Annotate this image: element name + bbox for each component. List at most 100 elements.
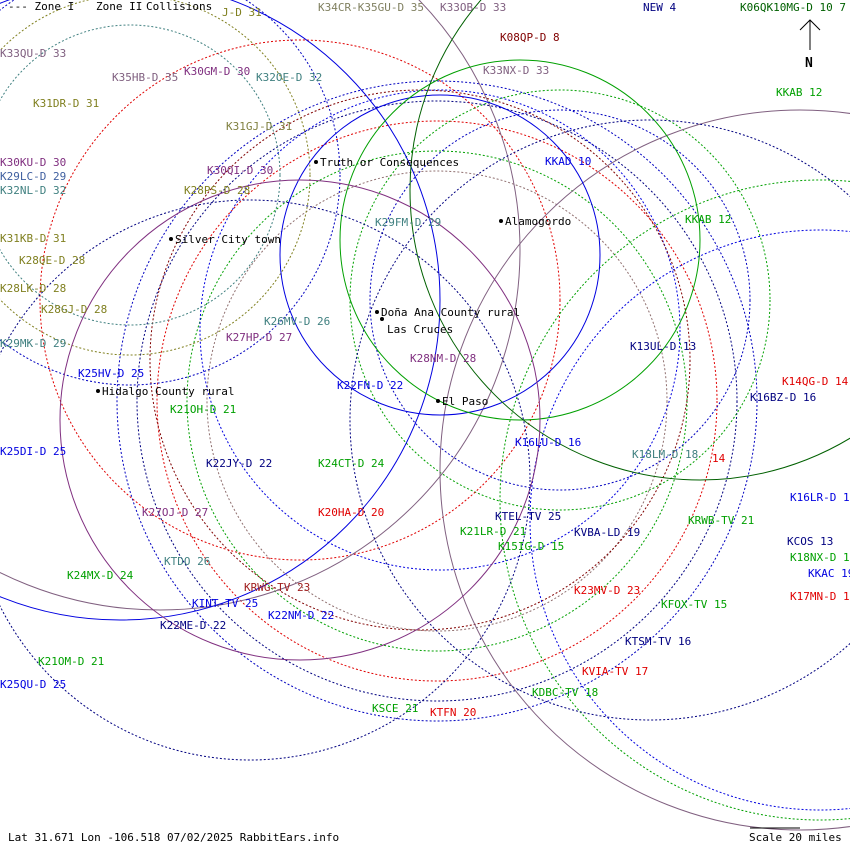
station-label[interactable]: K16BZ-D 16 — [750, 391, 816, 404]
station-label[interactable]: KRWG-TV 23 — [244, 581, 310, 594]
station-label[interactable]: K21OH-D 21 — [170, 403, 236, 416]
station-label[interactable]: KKAD 10 — [545, 155, 591, 168]
legend-collisions: Collisions — [146, 0, 212, 13]
station-label[interactable]: K18NX-D 18 — [790, 551, 850, 564]
station-label[interactable]: K22ME-D 22 — [160, 619, 226, 632]
station-label[interactable]: K23MV-D 23 — [574, 584, 640, 597]
coverage-circle — [0, 0, 521, 611]
station-label[interactable]: K15IG-D 15 — [498, 540, 564, 553]
station-label[interactable]: K06QK10MG-D 10 7 — [740, 1, 846, 14]
city-dot — [314, 160, 318, 164]
legend-zone2: Zone II — [96, 0, 142, 13]
station-label[interactable]: KVIA-TV 17 — [582, 665, 648, 678]
station-label[interactable]: K22JY-D 22 — [206, 457, 272, 470]
station-label[interactable]: K22FN-D 22 — [337, 379, 403, 392]
station-label[interactable]: K28QE-D 28 — [19, 254, 85, 267]
station-label[interactable]: K22NM-D 22 — [268, 609, 334, 622]
station-label[interactable]: KTDO 26 — [164, 555, 210, 568]
station-label[interactable]: K31KB-D 31 — [0, 232, 66, 245]
station-label[interactable]: KTEL-TV 25 — [495, 510, 561, 523]
station-label[interactable]: K13UL-D 13 — [630, 340, 696, 353]
station-label[interactable]: K27OJ-D 27 — [142, 506, 208, 519]
city-label[interactable]: Doña Ana County rural — [381, 306, 520, 319]
station-label[interactable]: K32NL-D 32 — [0, 184, 66, 197]
station-label[interactable]: K24MX-D 24 — [67, 569, 134, 582]
station-label[interactable]: KINT-TV 25 — [192, 597, 258, 610]
station-label[interactable]: K33NX-D 33 — [483, 64, 549, 77]
station-label[interactable]: KTFN 20 — [430, 706, 476, 719]
station-label[interactable]: K16LR-D 16 — [790, 491, 850, 504]
station-label[interactable]: K25HV-D 25 — [78, 367, 144, 380]
coverage-circle — [156, 120, 718, 682]
station-label[interactable]: K33QU-D 33 — [0, 47, 66, 60]
city-dot — [169, 237, 173, 241]
station-label[interactable]: K29FM-D 29 — [375, 216, 441, 229]
station-label[interactable]: K20HA-D 20 — [318, 506, 384, 519]
station-label[interactable]: K30GM-D 30 — [184, 65, 250, 78]
station-label[interactable]: K30QI-D 30 — [207, 164, 273, 177]
city-label[interactable]: Silver City town — [175, 233, 281, 246]
station-label[interactable]: K21LR-D 21 — [460, 525, 526, 538]
coverage-circle — [116, 80, 758, 722]
station-label[interactable]: KKAB 12 — [776, 86, 822, 99]
station-label[interactable]: K32OE-D 32 — [256, 71, 322, 84]
station-label[interactable]: K29MK-D 29 — [0, 337, 66, 350]
station-label[interactable]: KDBC-TV 18 — [532, 686, 598, 699]
station-label[interactable]: J-D 31 — [222, 6, 262, 19]
station-label[interactable]: K25DI-D 25 — [0, 445, 66, 458]
station-label[interactable]: K08QP-D 8 — [500, 31, 560, 44]
station-label[interactable]: K33OB-D 33 — [440, 1, 506, 14]
station-label[interactable]: KFOX-TV 15 — [661, 598, 727, 611]
coverage-circle — [0, 0, 441, 621]
coverage-circle — [369, 109, 751, 491]
coverage-circle — [339, 59, 701, 421]
station-label[interactable]: K29LC-D 29 — [0, 170, 66, 183]
coverage-circle — [279, 94, 601, 416]
station-label[interactable]: K28PS-D 28 — [184, 184, 250, 197]
station-label[interactable]: K24CT-D 24 — [318, 457, 385, 470]
coverage-circle — [136, 100, 738, 702]
station-label[interactable]: K28LK-D 28 — [0, 282, 66, 295]
station-label[interactable]: K30KU-D 30 — [0, 156, 66, 169]
station-label[interactable]: K18LM-D 18 — [632, 448, 698, 461]
city-dot — [436, 399, 440, 403]
city-markers: Truth or Consequences Alamogordo Silver … — [96, 156, 571, 408]
station-label[interactable]: 14 — [712, 452, 726, 465]
station-label[interactable]: K27HP-D 27 — [226, 331, 292, 344]
coverage-circle — [59, 179, 541, 661]
station-label[interactable]: K26MV-D 26 — [264, 315, 330, 328]
station-label[interactable]: K34CR-K35GU-D 35 — [318, 1, 424, 14]
station-label[interactable]: K14QG-D 14 — [782, 375, 849, 388]
coverage-circle — [199, 89, 681, 571]
station-label[interactable]: K28GJ-D 28 — [41, 303, 107, 316]
city-label[interactable]: El Paso — [442, 395, 488, 408]
station-label[interactable]: K31GJ-D 31 — [226, 120, 292, 133]
coverage-circle — [149, 89, 691, 631]
station-label[interactable]: K21OM-D 21 — [38, 655, 104, 668]
city-label[interactable]: Las Cruces — [387, 323, 453, 336]
city-dot — [499, 219, 503, 223]
station-label[interactable]: K28NM-D 28 — [410, 352, 476, 365]
station-label[interactable]: K35HB-D 35 — [112, 71, 178, 84]
station-label[interactable]: K17MN-D 17 — [790, 590, 850, 603]
city-label[interactable]: Truth or Consequences — [320, 156, 459, 169]
station-label[interactable]: KVBA-LD 19 — [574, 526, 640, 539]
city-label[interactable]: Alamogordo — [505, 215, 571, 228]
station-label[interactable]: K31DR-D 31 — [33, 97, 99, 110]
station-label[interactable]: KCOS 13 — [787, 535, 833, 548]
station-label[interactable]: K16LU-D 16 — [515, 436, 581, 449]
station-label[interactable]: K25QU-D 25 — [0, 678, 66, 691]
station-label[interactable]: KRWB-TV 21 — [688, 514, 754, 527]
coverage-circle-group — [0, 0, 850, 831]
coverage-circle — [0, 0, 311, 356]
coverage-circle — [349, 119, 850, 721]
station-label[interactable]: KKAB 12 — [685, 213, 731, 226]
station-label[interactable]: NEW 4 — [643, 1, 676, 14]
station-label[interactable]: KKAC 19 — [808, 567, 850, 580]
station-label[interactable]: KSCE 21 — [372, 702, 418, 715]
station-label[interactable]: KTSM-TV 16 — [625, 635, 691, 648]
north-label: N — [805, 56, 813, 71]
city-label[interactable]: Hidalgo County rural — [102, 385, 234, 398]
